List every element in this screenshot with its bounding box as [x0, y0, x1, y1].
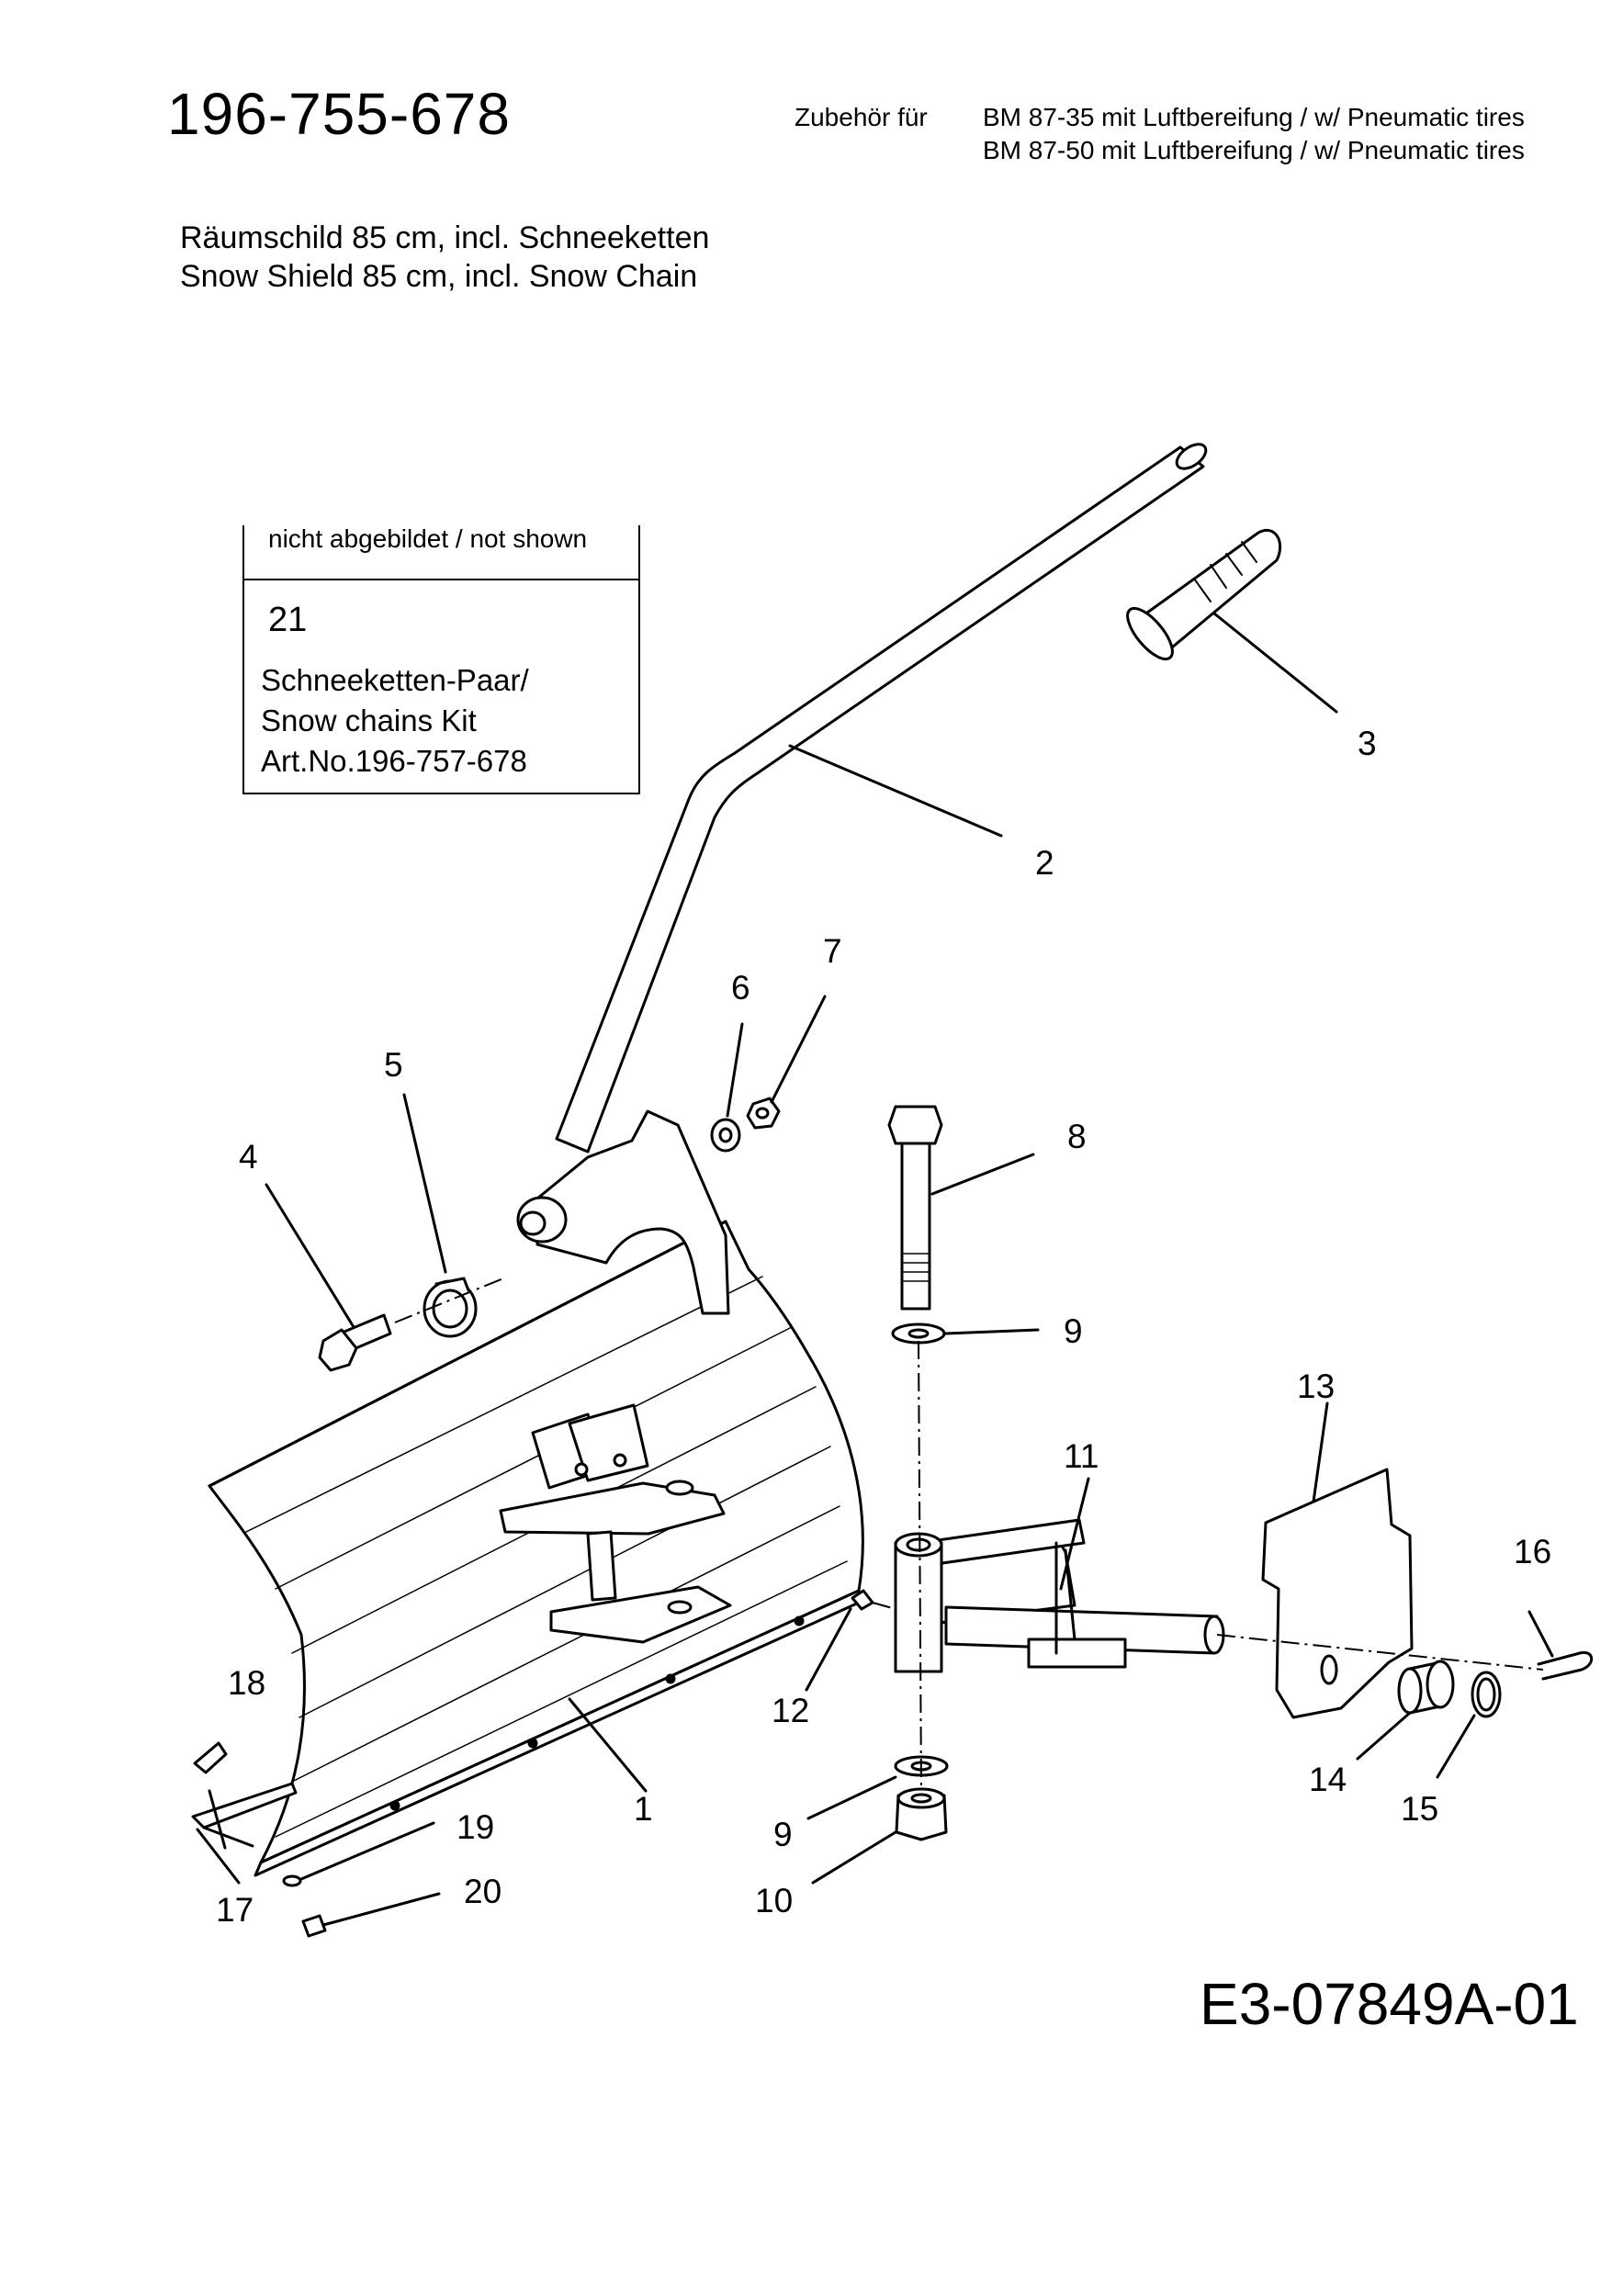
center-mount-bracket	[499, 1403, 732, 1644]
bolt-part-4	[318, 1313, 392, 1372]
handle-tube-part	[555, 443, 1208, 1154]
linch-pin-part-16	[1537, 1650, 1594, 1681]
callout-13: 13	[1297, 1367, 1335, 1405]
callout-14: 14	[1309, 1761, 1347, 1798]
callout-3: 3	[1358, 725, 1377, 762]
nut-part-20	[301, 1914, 327, 1938]
title-english: Snow Shield 85 cm, incl. Snow Chain	[180, 259, 698, 294]
callout-2: 2	[1035, 844, 1054, 882]
washer-part-19	[282, 1874, 302, 1887]
swivel-part-11	[894, 1518, 1225, 1673]
callout-19: 19	[456, 1808, 494, 1846]
not-shown-line-3: Art.No.196-757-678	[261, 744, 527, 778]
callout-17: 17	[216, 1891, 254, 1929]
snow-blade-part	[191, 1220, 864, 1877]
callout-20: 20	[464, 1873, 502, 1910]
grip-part	[1126, 528, 1282, 661]
part-number: 196-755-678	[167, 81, 511, 147]
not-shown-header: nicht abgebildet / not shown	[244, 525, 638, 580]
callout-7: 7	[823, 932, 842, 970]
callout-18: 18	[228, 1664, 265, 1702]
callout-16: 16	[1514, 1533, 1551, 1570]
callout-10: 10	[755, 1882, 793, 1919]
screw-part-18	[193, 1741, 228, 1774]
accessory-for-label: Zubehör für	[795, 103, 928, 131]
title-german: Räumschild 85 cm, incl. Schneeketten	[180, 220, 710, 255]
callout-15: 15	[1401, 1790, 1438, 1828]
callout-6: 6	[731, 969, 750, 1007]
callout-1: 1	[634, 1790, 653, 1828]
pivot-bracket	[516, 1109, 730, 1315]
not-shown-line-2: Snow chains Kit	[261, 703, 477, 737]
bushing-part-14	[1397, 1660, 1455, 1715]
callout-5: 5	[384, 1046, 403, 1084]
side-plate-part-13	[1261, 1468, 1414, 1719]
not-shown-line-1: Schneeketten-Paar/	[261, 663, 529, 697]
callout-9-bottom: 9	[773, 1816, 793, 1853]
callout-11: 11	[1064, 1437, 1099, 1475]
model-line-1: BM 87-35 mit Luftbereifung / w/ Pneumati…	[983, 103, 1525, 131]
drawing-code: E3-07849A-01	[1200, 1971, 1579, 2037]
not-shown-box: nicht abgebildet / not shown 21 Schneeke…	[242, 525, 640, 794]
callout-8: 8	[1067, 1118, 1087, 1155]
callout-12: 12	[772, 1692, 809, 1729]
callout-4: 4	[239, 1138, 258, 1176]
callout-9-top: 9	[1064, 1312, 1083, 1350]
bolt-part-8	[887, 1105, 943, 1311]
nut-part-10	[895, 1787, 948, 1841]
not-shown-item-number: 21	[268, 601, 308, 639]
model-line-2: BM 87-50 mit Luftbereifung / w/ Pneumati…	[983, 136, 1525, 164]
